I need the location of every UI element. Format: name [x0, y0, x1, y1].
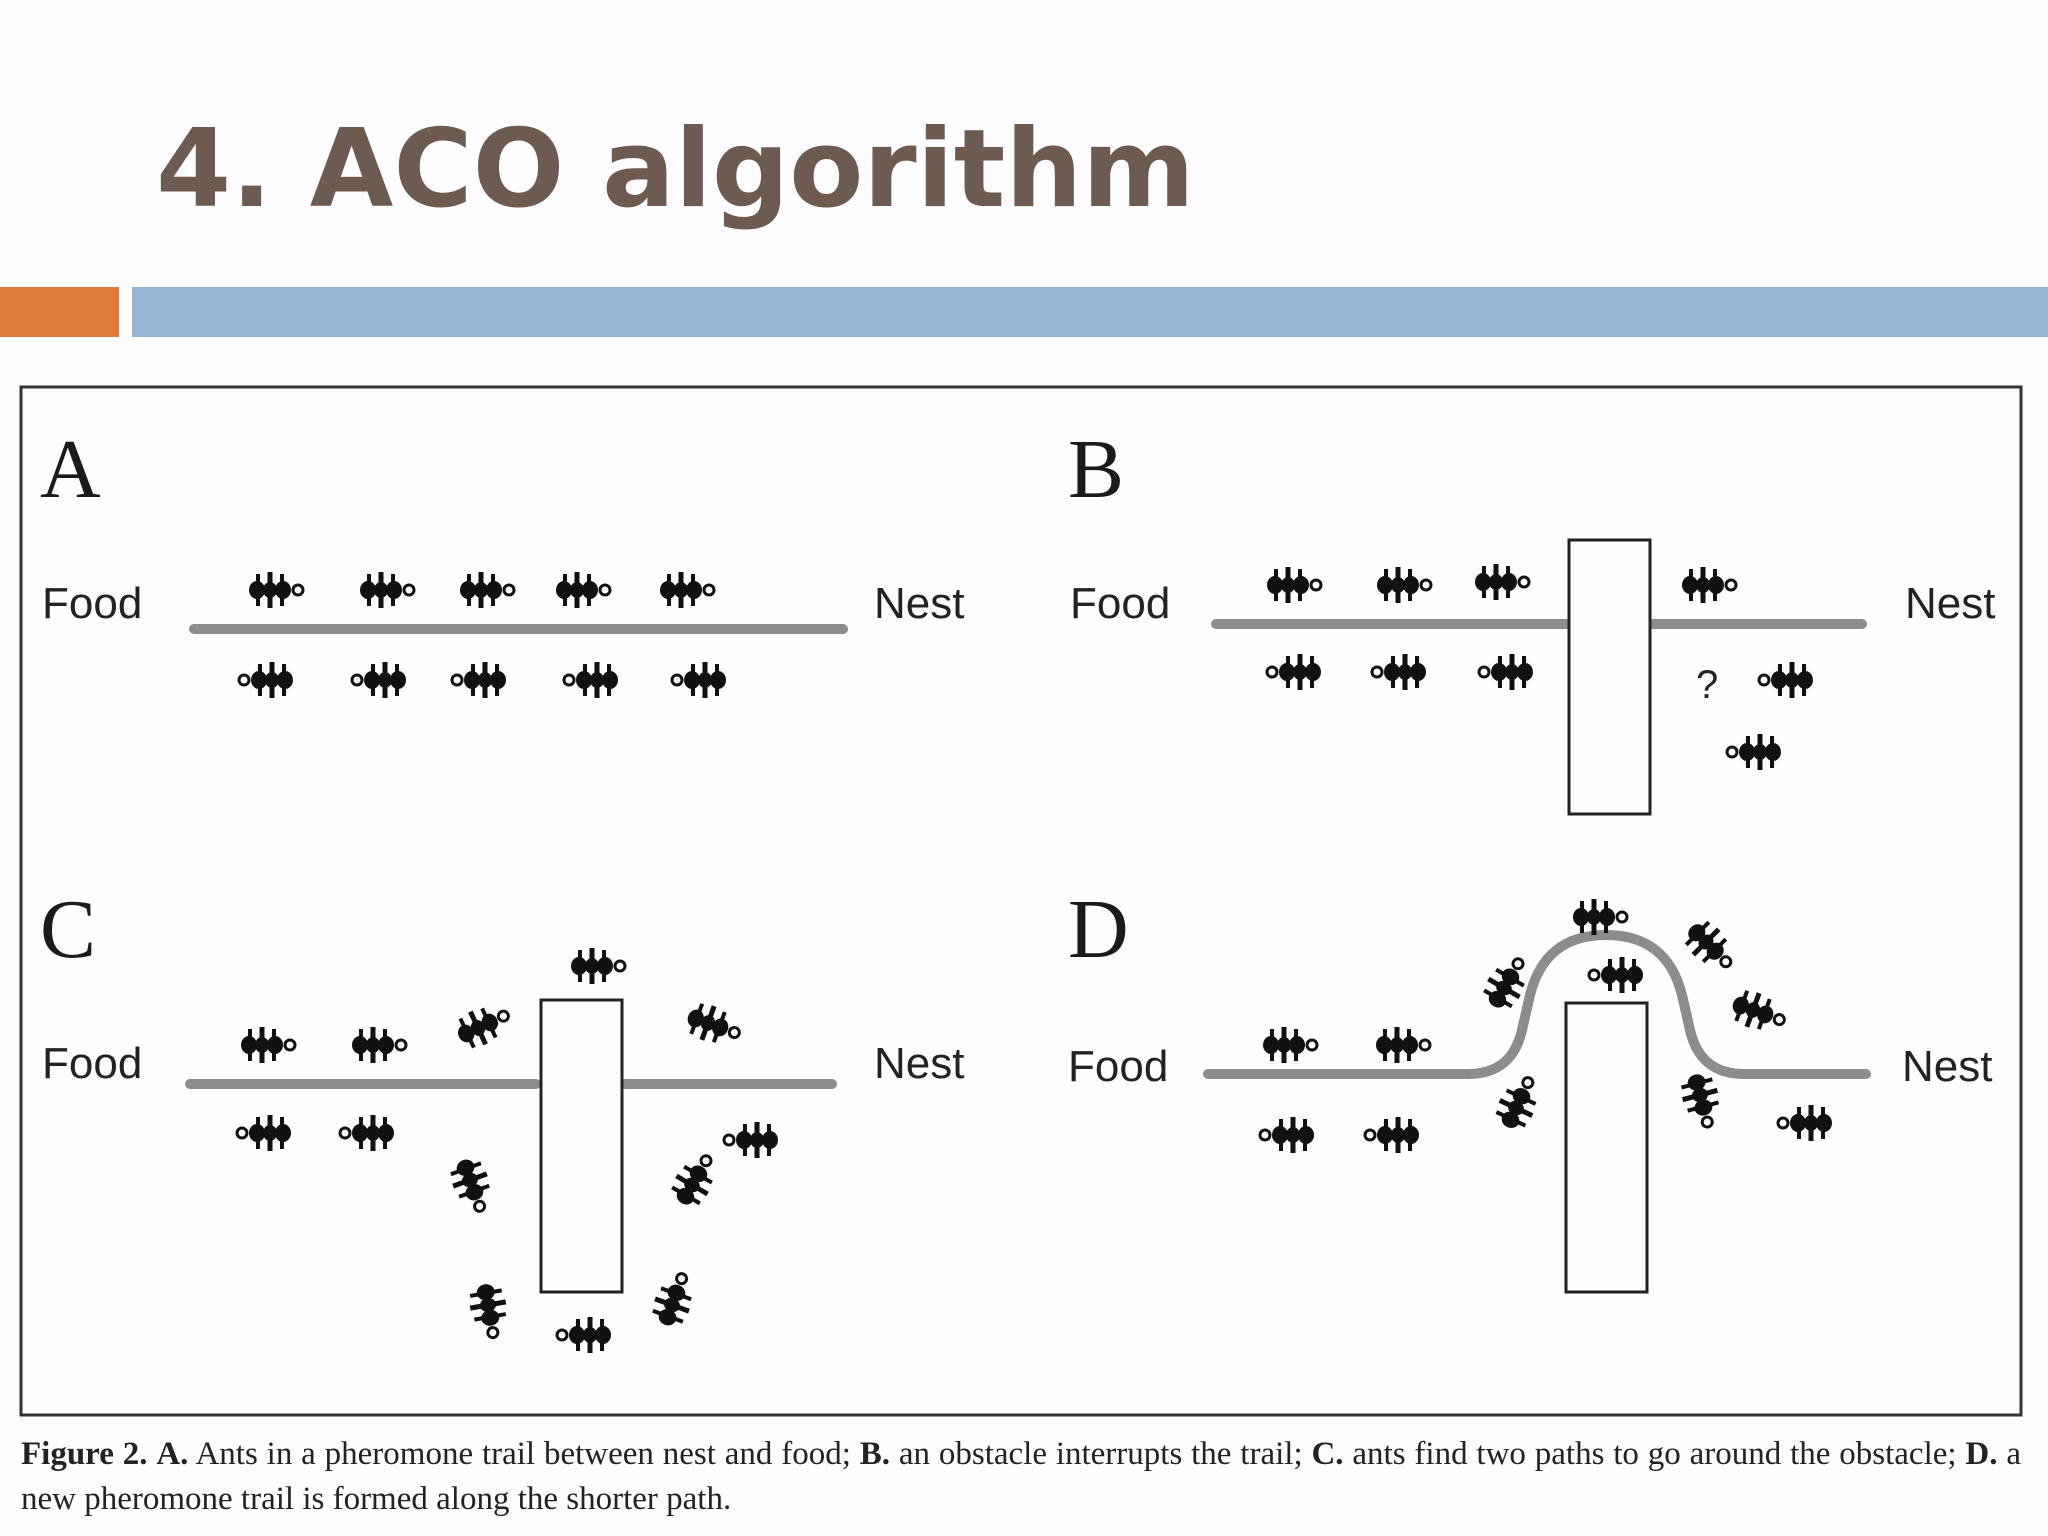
panel-d: D Food Nest	[1068, 883, 1992, 1294]
obstacle-rectangle	[539, 998, 624, 1294]
panel-c-letter: C	[40, 883, 96, 976]
panel-d-nest-label: Nest	[1902, 1042, 1992, 1091]
panel-b-letter: B	[1068, 423, 1124, 516]
figure-caption: Figure 2. A. Ants in a pheromone trail b…	[21, 1432, 2021, 1522]
caption-figure-label: Figure 2.	[21, 1436, 148, 1472]
slide-title: 4. ACO algorithm	[156, 107, 1195, 232]
panel-d-food-label: Food	[1068, 1042, 1168, 1091]
obstacle-rectangle	[1564, 1001, 1649, 1294]
pheromone-trail	[1203, 929, 1871, 1079]
figure-frame	[19, 385, 2023, 1417]
panel-d-letter: D	[1068, 883, 1129, 976]
caption-d-text: a new pheromone trail is formed along th…	[21, 1436, 2022, 1517]
caption-a-label: A.	[156, 1436, 189, 1472]
panel-a-letter: A	[40, 423, 101, 516]
caption-a-text: Ants in a pheromone trail between nest a…	[188, 1436, 860, 1472]
panel-c-nest-label: Nest	[874, 1039, 964, 1088]
question-mark: ?	[1696, 663, 1718, 707]
panel-a: A Food Nest	[40, 423, 964, 698]
panel-b-nest-label: Nest	[1905, 579, 1995, 628]
obstacle-rectangle	[1567, 538, 1652, 816]
panel-c: C Food Nest	[40, 883, 964, 1353]
caption-c-text: ants find two paths to go around the obs…	[1343, 1436, 1966, 1472]
panel-a-nest-label: Nest	[874, 579, 964, 628]
caption-b-text: an obstacle interrupts the trail;	[890, 1436, 1312, 1472]
accent-bar-orange	[0, 287, 119, 337]
accent-bar-blue	[132, 287, 2048, 337]
panel-a-food-label: Food	[42, 579, 142, 628]
panel-c-food-label: Food	[42, 1039, 142, 1088]
caption-c-label: C.	[1311, 1436, 1344, 1472]
caption-d-label: D.	[1965, 1436, 1998, 1472]
panel-b-food-label: Food	[1070, 579, 1170, 628]
caption-b-label: B.	[859, 1436, 891, 1472]
panel-b: B Food Nest ?	[1068, 423, 1995, 816]
